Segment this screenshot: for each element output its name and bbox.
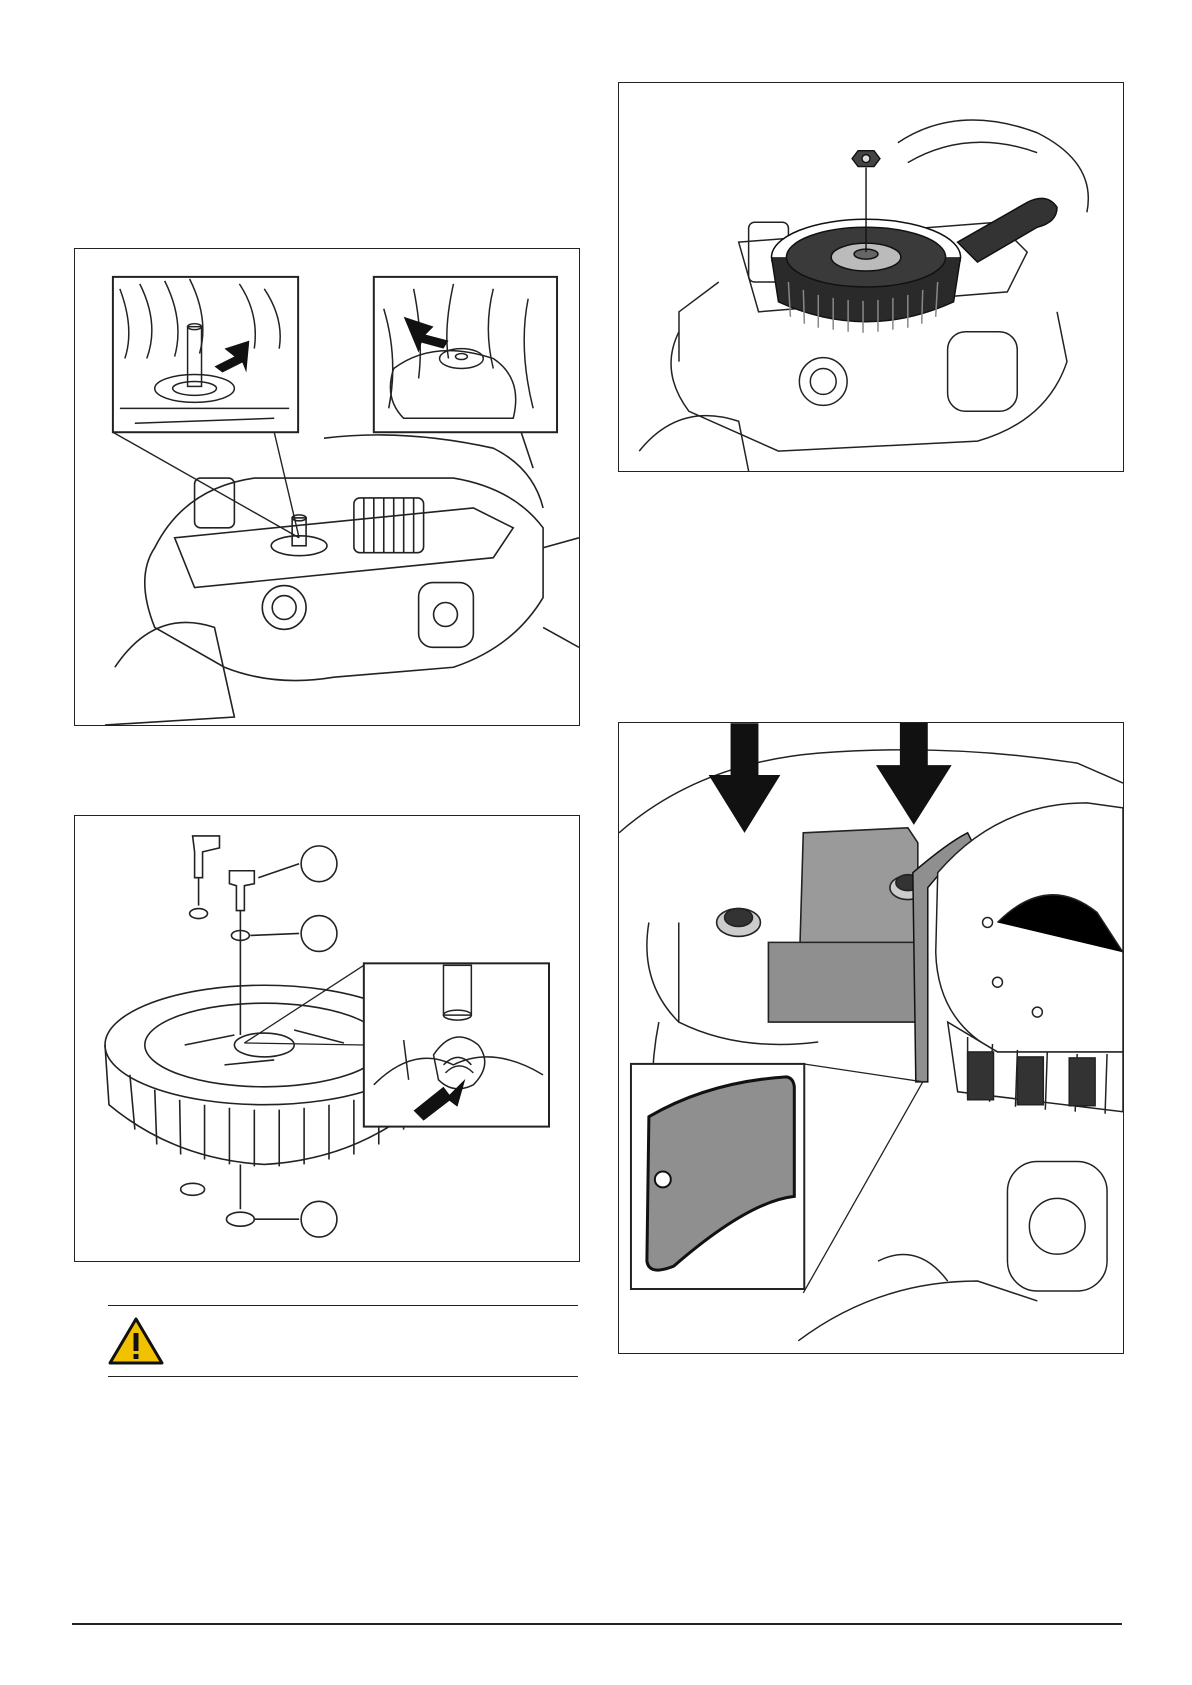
inset-spring-closeup xyxy=(244,963,549,1126)
figure-flywheel-shaft xyxy=(74,248,580,726)
flywheel-exploded-illustration xyxy=(75,816,579,1261)
footer-rule xyxy=(72,1623,1122,1625)
inset-shaft-closeup xyxy=(113,277,298,432)
figure-ignition-gap xyxy=(618,722,1124,1354)
callout-1 xyxy=(301,846,337,882)
engine-illustration xyxy=(75,249,579,725)
figure-flywheel-parts xyxy=(74,815,580,1262)
inset-flywheel-hub-closeup xyxy=(374,277,557,432)
warning-block xyxy=(108,1305,578,1377)
figure-flywheel-installed xyxy=(618,82,1124,472)
callout-2 xyxy=(301,916,337,952)
flywheel-installed-illustration xyxy=(619,83,1123,471)
ignition-gap-illustration xyxy=(619,723,1123,1353)
warning-triangle-icon xyxy=(108,1316,164,1366)
inset-feeler-gauge xyxy=(631,1064,923,1293)
callout-3 xyxy=(301,1201,337,1237)
